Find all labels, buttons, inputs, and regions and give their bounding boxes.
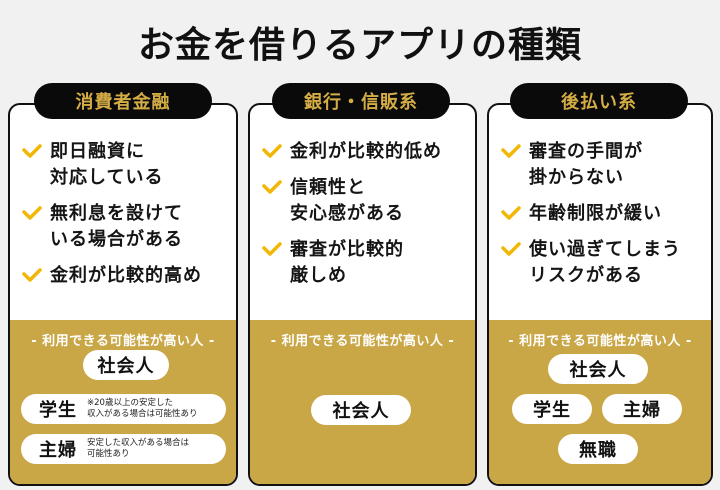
check-icon bbox=[262, 242, 282, 256]
feature-item: 審査が比較的 厳しめ bbox=[262, 237, 469, 289]
feature-item: 金利が比較的高め bbox=[22, 263, 230, 289]
card-buy-now-pay-later: 審査の手間が 掛からない 年齢制限が緩い 使い過ぎてしまう リスクがある - 利… bbox=[487, 103, 713, 486]
check-icon bbox=[22, 206, 42, 220]
check-icon bbox=[22, 268, 42, 282]
check-icon bbox=[501, 242, 521, 256]
feature-item: 即日融資に 対応している bbox=[22, 139, 230, 191]
feature-list: 即日融資に 対応している 無利息を設けて いる場合がある 金利が比較的高め bbox=[22, 139, 230, 299]
audience-chip-housewife: 主婦 bbox=[602, 394, 682, 424]
page-title: お金を借りるアプリの種類 bbox=[137, 25, 582, 66]
feature-item: 信頼性と 安心感がある bbox=[262, 175, 469, 227]
card-bank-credit: 金利が比較的低め 信頼性と 安心感がある 審査が比較的 厳しめ - 利用できる可… bbox=[248, 103, 477, 486]
audience-section: - 利用できる可能性が高い人 - 社会人 学生 主婦 無職 bbox=[489, 320, 711, 484]
audience-chip-worker: 社会人 bbox=[83, 350, 169, 380]
audience-section: - 利用できる可能性が高い人 - 社会人 学生 ※20歳以上の安定した 収入があ… bbox=[10, 320, 236, 484]
check-icon bbox=[22, 144, 42, 158]
card-header-bnpl: 後払い系 bbox=[510, 83, 688, 119]
card-header-label: 銀行・信販系 bbox=[304, 92, 418, 113]
audience-chip-student: 学生 ※20歳以上の安定した 収入がある場合は可能性あり bbox=[21, 394, 226, 424]
feature-item: 無利息を設けて いる場合がある bbox=[22, 201, 230, 253]
check-icon bbox=[501, 144, 521, 158]
card-consumer-finance: 即日融資に 対応している 無利息を設けて いる場合がある 金利が比較的高め - … bbox=[8, 103, 238, 486]
audience-chip-worker: 社会人 bbox=[311, 395, 411, 425]
audience-section: - 利用できる可能性が高い人 - 社会人 bbox=[250, 320, 475, 484]
check-icon bbox=[262, 180, 282, 194]
feature-item: 使い過ぎてしまう リスクがある bbox=[501, 237, 705, 289]
card-header-label: 消費者金融 bbox=[75, 92, 171, 113]
audience-label: - 利用できる可能性が高い人 - bbox=[508, 334, 692, 349]
audience-label: - 利用できる可能性が高い人 - bbox=[31, 334, 215, 349]
feature-item: 年齢制限が緩い bbox=[501, 201, 705, 227]
audience-chip-student: 学生 bbox=[512, 394, 592, 424]
feature-list: 金利が比較的低め 信頼性と 安心感がある 審査が比較的 厳しめ bbox=[262, 139, 469, 299]
audience-label: - 利用できる可能性が高い人 - bbox=[270, 334, 455, 349]
check-icon bbox=[501, 206, 521, 220]
audience-chip-unemployed: 無職 bbox=[558, 434, 638, 464]
feature-item: 審査の手間が 掛からない bbox=[501, 139, 705, 191]
audience-chip-housewife: 主婦 安定した収入がある場合は 可能性あり bbox=[21, 434, 226, 464]
card-header-label: 後払い系 bbox=[561, 92, 637, 113]
card-header-consumer-finance: 消費者金融 bbox=[34, 83, 212, 119]
check-icon bbox=[262, 144, 282, 158]
card-header-bank: 銀行・信販系 bbox=[272, 83, 450, 119]
audience-chip-worker: 社会人 bbox=[548, 354, 648, 384]
feature-list: 審査の手間が 掛からない 年齢制限が緩い 使い過ぎてしまう リスクがある bbox=[501, 139, 705, 299]
feature-item: 金利が比較的低め bbox=[262, 139, 469, 165]
